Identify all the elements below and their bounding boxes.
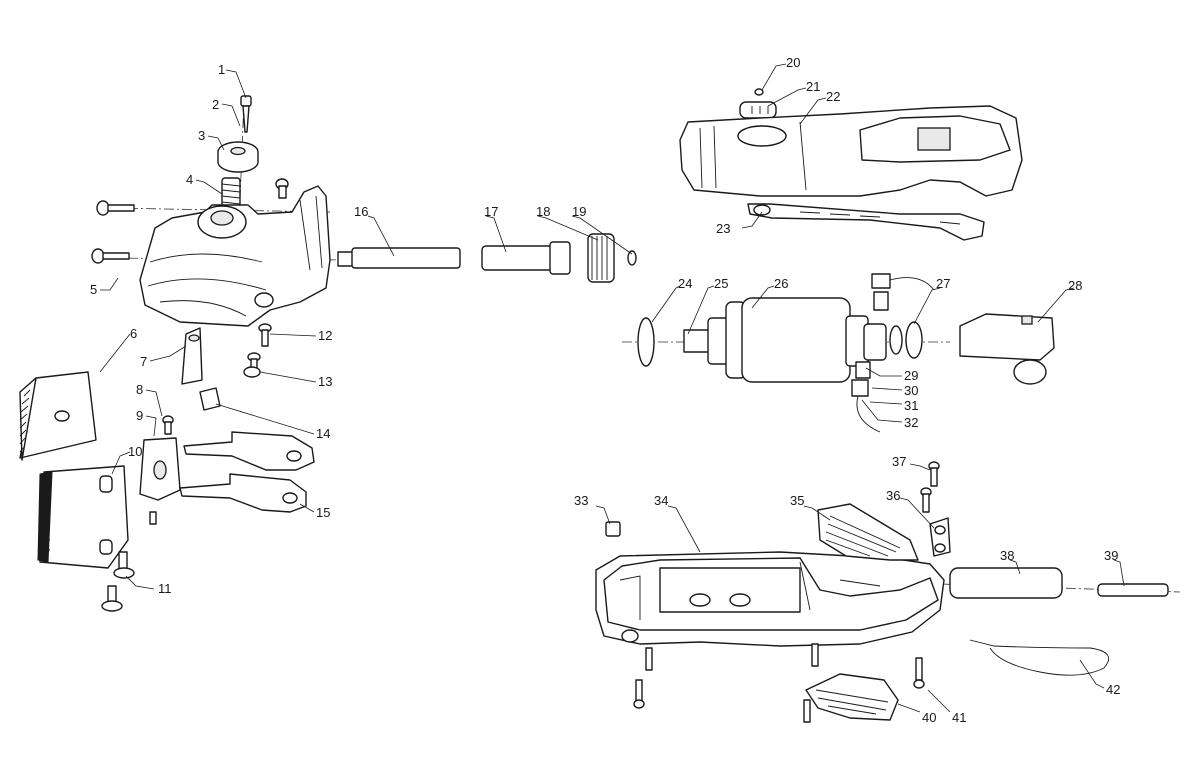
- screw-part-20: [754, 88, 764, 96]
- callout-8: 8: [136, 382, 143, 397]
- callout-31: 31: [904, 398, 918, 413]
- callout-4: 4: [186, 172, 193, 187]
- callout-labels: 1 2 3 4 5 6 7 8 9 10 11 12 13 14 15 16 1…: [90, 55, 1120, 725]
- lever-arm-part-15-lower: [179, 473, 307, 513]
- callout-24: 24: [678, 276, 692, 291]
- callout-18: 18: [536, 204, 550, 219]
- callout-34: 34: [654, 493, 668, 508]
- callout-19: 19: [572, 204, 586, 219]
- tube-part-38: [949, 567, 1063, 599]
- grip-pad-part-35: [817, 503, 919, 561]
- screws-part-37: [920, 461, 940, 513]
- callout-5: 5: [90, 282, 97, 297]
- screw-part-8: [162, 415, 174, 435]
- callout-7: 7: [140, 354, 147, 369]
- screw-part-1: [240, 95, 252, 133]
- screw-part-12: [258, 323, 272, 347]
- washer-part-3: [217, 141, 259, 173]
- callout-9: 9: [136, 408, 143, 423]
- gear-part-18: [587, 233, 615, 283]
- lanyard-part-42: [969, 639, 1110, 676]
- top-cover-part-22: [679, 105, 1023, 197]
- callout-2: 2: [212, 97, 219, 112]
- callout-21: 21: [806, 79, 820, 94]
- screw-part-13: [243, 352, 261, 378]
- callout-10: 10: [128, 444, 142, 459]
- callout-26: 26: [774, 276, 788, 291]
- callout-40: 40: [922, 710, 936, 725]
- callout-15: 15: [316, 505, 330, 520]
- screw-part-11: [101, 551, 135, 612]
- callout-23: 23: [716, 221, 730, 236]
- pin-part-39: [1097, 583, 1169, 597]
- callout-1: 1: [218, 62, 225, 77]
- battery-board-part-28: [959, 313, 1055, 385]
- bracket-part-9: [139, 437, 181, 525]
- screw-part-5: [91, 200, 135, 264]
- callout-22: 22: [826, 89, 840, 104]
- callout-13: 13: [318, 374, 332, 389]
- callout-12: 12: [318, 328, 332, 343]
- head-housing: [139, 185, 331, 327]
- callout-3: 3: [198, 128, 205, 143]
- callout-6: 6: [130, 326, 137, 341]
- callout-41: 41: [952, 710, 966, 725]
- callout-28: 28: [1068, 278, 1082, 293]
- switch-button-part-21: [739, 101, 777, 119]
- bracket-part-36: [929, 517, 951, 557]
- callout-42: 42: [1106, 682, 1120, 697]
- head-assembly: [19, 95, 637, 612]
- callout-17: 17: [484, 204, 498, 219]
- connector-top: [871, 273, 935, 311]
- callout-20: 20: [786, 55, 800, 70]
- ring-part-19: [627, 250, 637, 266]
- shaft-part-16: [337, 247, 461, 269]
- ring-part-24: [637, 317, 655, 367]
- screws-part-41: [633, 643, 925, 723]
- part-7: [181, 327, 203, 385]
- lower-housing-assembly: [595, 461, 1181, 723]
- comb-blade-part-10: [37, 465, 129, 569]
- leader-lines: [99, 63, 1125, 713]
- callout-36: 36: [886, 488, 900, 503]
- callout-33: 33: [574, 493, 588, 508]
- callout-30: 30: [904, 383, 918, 398]
- callout-25: 25: [714, 276, 728, 291]
- callout-11: 11: [158, 581, 172, 596]
- callout-37: 37: [892, 454, 906, 469]
- nut-part-33: [605, 521, 621, 537]
- block-part-14: [199, 387, 221, 411]
- connector-part-29-31: [851, 361, 881, 433]
- bar-part-23: [747, 203, 985, 241]
- callout-27: 27: [936, 276, 950, 291]
- callout-39: 39: [1104, 548, 1118, 563]
- motor-assembly: [622, 273, 1055, 433]
- callout-35: 35: [790, 493, 804, 508]
- lever-arm-part-15-upper: [183, 431, 315, 471]
- callout-14: 14: [316, 426, 330, 441]
- upper-blade-part-6: [19, 371, 97, 461]
- ring-part-27: [889, 321, 923, 359]
- sleeve-part-17: [481, 241, 571, 275]
- screw-top-housing: [275, 178, 289, 199]
- callout-32: 32: [904, 415, 918, 430]
- callout-16: 16: [354, 204, 368, 219]
- top-cover-assembly: [679, 88, 1023, 241]
- spring-part-4: [221, 177, 241, 209]
- housing-part-34: [595, 551, 945, 647]
- callout-29: 29: [904, 368, 918, 383]
- callout-38: 38: [1000, 548, 1014, 563]
- motor-part-26: [683, 297, 887, 383]
- grip-pad-part-40: [805, 673, 899, 721]
